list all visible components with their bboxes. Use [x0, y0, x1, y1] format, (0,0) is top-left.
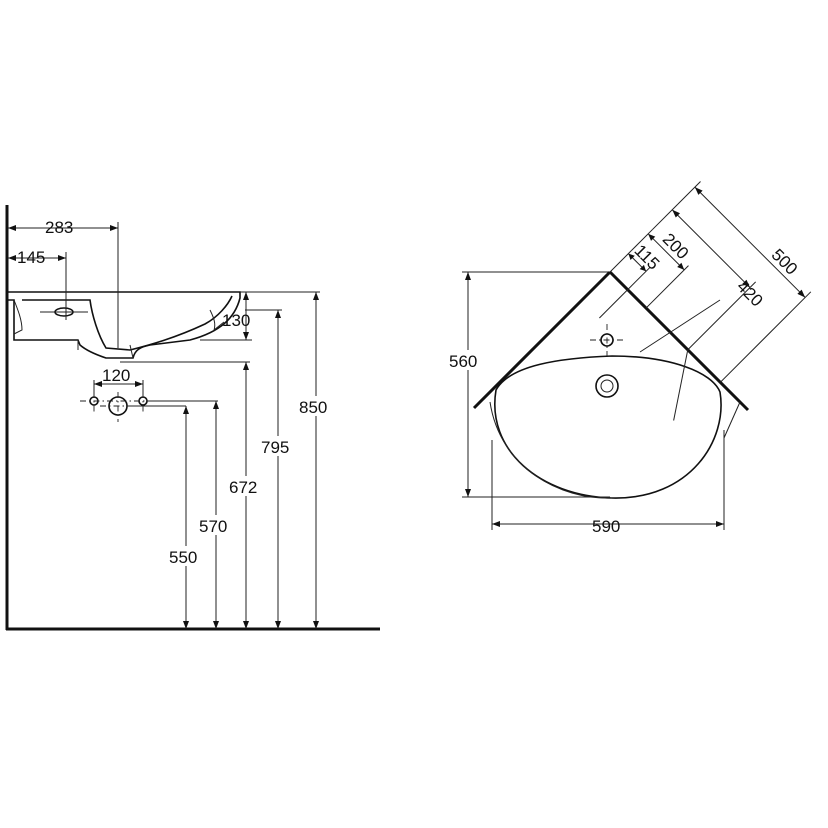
dim-500: 500 — [768, 245, 801, 278]
dim-560: 560 — [449, 352, 477, 371]
dim-850: 850 — [299, 398, 327, 417]
drain-hole — [595, 374, 619, 398]
wall-left — [472, 270, 612, 410]
dim-795: 795 — [261, 438, 289, 457]
dim-115: 115 — [631, 241, 664, 274]
dim-420: 420 — [733, 277, 766, 310]
wall-right — [608, 270, 750, 412]
dim-550: 550 — [169, 548, 197, 567]
dim-672: 672 — [229, 478, 257, 497]
dim-120: 120 — [102, 366, 130, 385]
dim-145: 145 — [17, 248, 45, 267]
dim-590: 590 — [592, 517, 620, 536]
side-view: 283 145 130 120 — [5, 205, 380, 631]
plan-view: 560 590 — [448, 181, 812, 536]
dim-200: 200 — [659, 230, 692, 263]
dim-570: 570 — [199, 517, 227, 536]
basin-plan-outline — [494, 355, 722, 499]
dim-283: 283 — [45, 218, 73, 237]
dim-130: 130 — [222, 311, 250, 330]
basin-profile — [8, 291, 241, 359]
tap-holes-side — [80, 392, 156, 422]
